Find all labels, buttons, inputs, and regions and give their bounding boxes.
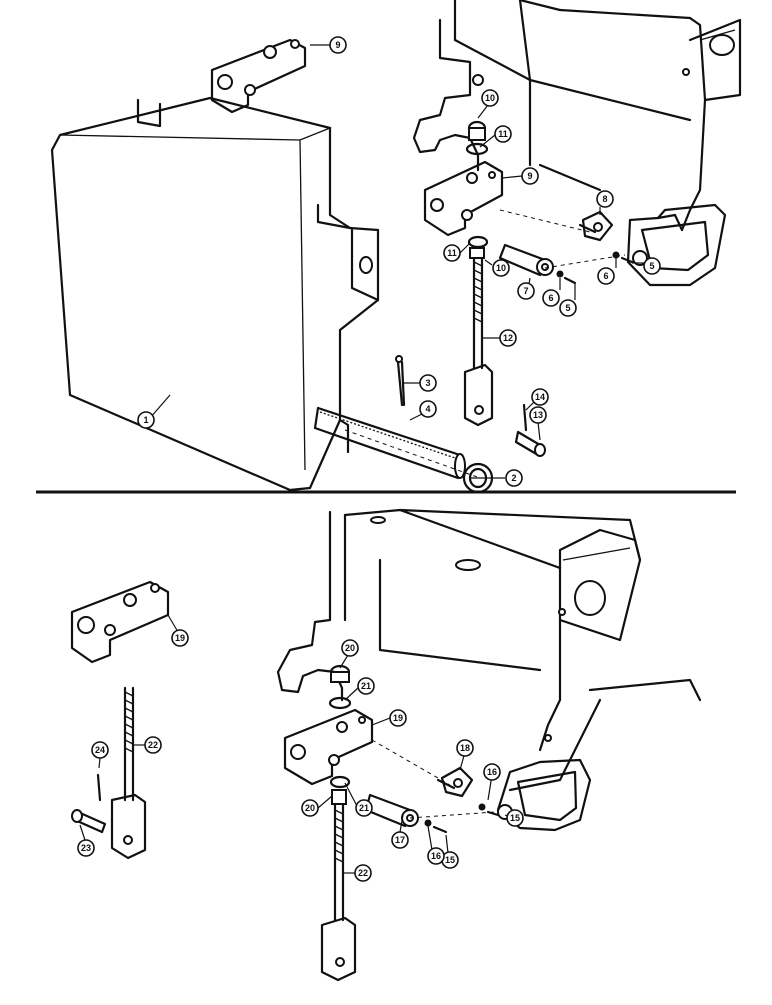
- counterweight-block: [50, 96, 380, 492]
- callout-15-upper: 15: [506, 809, 524, 827]
- svg-text:19: 19: [393, 713, 403, 723]
- svg-text:6: 6: [603, 271, 608, 281]
- callout-19-right: 19: [389, 709, 407, 727]
- tractor-frame-top: [412, 0, 742, 287]
- callout-12: 12: [499, 329, 517, 347]
- clevis-bracket-top-left: [210, 38, 307, 114]
- long-bolt-right: [320, 803, 357, 982]
- callout-4: 4: [419, 400, 437, 418]
- callout-1: 1: [137, 411, 155, 429]
- clevis-bracket-bottom-right: [283, 708, 374, 786]
- callout-5-lower: 5: [559, 299, 577, 317]
- clevis-pin-small: [514, 403, 546, 457]
- svg-text:10: 10: [496, 263, 506, 273]
- svg-text:11: 11: [498, 129, 508, 139]
- nut-upper: [465, 120, 489, 156]
- svg-text:23: 23: [81, 843, 91, 853]
- callout-21-upper: 21: [357, 677, 375, 695]
- callout-21-lower: 21: [355, 799, 373, 817]
- svg-text:19: 19: [175, 633, 185, 643]
- pivot-pin-lower: [364, 793, 448, 834]
- svg-text:9: 9: [527, 171, 532, 181]
- callout-16-upper: 16: [483, 763, 501, 781]
- svg-text:17: 17: [395, 835, 405, 845]
- callout-5-upper: 5: [643, 257, 661, 275]
- svg-text:15: 15: [445, 855, 455, 865]
- svg-text:14: 14: [535, 392, 545, 402]
- cotter-pin: [395, 355, 406, 407]
- callout-20-lower: 20: [301, 799, 319, 817]
- callout-7: 7: [517, 282, 535, 300]
- pin-rod: [313, 406, 466, 480]
- callout-18: 18: [456, 739, 474, 757]
- callout-6-lower: 6: [542, 289, 560, 307]
- nut-lower-bottom: [329, 775, 351, 805]
- svg-text:16: 16: [487, 767, 497, 777]
- svg-text:15: 15: [510, 813, 520, 823]
- svg-text:16: 16: [431, 851, 441, 861]
- svg-text:21: 21: [361, 681, 371, 691]
- svg-text:10: 10: [485, 93, 495, 103]
- small-pin-left: [71, 773, 107, 834]
- callout-layer: 9 1 2 3 4 5 5 6 6 7 8 9 10 10 11 11 12 1…: [77, 36, 661, 882]
- svg-text:21: 21: [359, 803, 369, 813]
- callout-19-left: 19: [171, 629, 189, 647]
- callout-20-upper: 20: [341, 639, 359, 657]
- tractor-frame-bottom: [276, 508, 702, 832]
- svg-text:22: 22: [358, 868, 368, 878]
- svg-text:20: 20: [305, 803, 315, 813]
- retainer-plate-upper: [578, 210, 634, 264]
- svg-text:7: 7: [523, 286, 528, 296]
- svg-text:6: 6: [548, 293, 553, 303]
- callout-23: 23: [77, 839, 95, 857]
- svg-text:18: 18: [460, 743, 470, 753]
- callout-13: 13: [529, 406, 547, 424]
- callout-3: 3: [419, 374, 437, 392]
- clevis-bracket-bottom-left: [70, 580, 170, 664]
- callout-10-upper: 10: [481, 89, 499, 107]
- svg-text:20: 20: [345, 643, 355, 653]
- svg-text:2: 2: [511, 473, 516, 483]
- svg-text:5: 5: [649, 261, 654, 271]
- nut-upper-bottom: [328, 664, 352, 710]
- long-bolt: [463, 256, 494, 427]
- svg-text:22: 22: [148, 740, 158, 750]
- callout-8: 8: [596, 190, 614, 208]
- callout-11-upper: 11: [494, 125, 512, 143]
- callout-9-top-right: 9: [521, 167, 539, 185]
- svg-text:12: 12: [503, 333, 513, 343]
- svg-text:24: 24: [95, 745, 105, 755]
- pivot-pin-upper: [498, 243, 577, 285]
- callout-24: 24: [91, 741, 109, 759]
- callout-6-upper: 6: [597, 267, 615, 285]
- svg-text:11: 11: [447, 248, 457, 258]
- callout-17: 17: [391, 831, 409, 849]
- nut-lower: [467, 235, 489, 259]
- svg-text:8: 8: [602, 194, 607, 204]
- callout-10-lower: 10: [492, 259, 510, 277]
- callout-16-lower: 16: [427, 847, 445, 865]
- callout-22-left: 22: [144, 736, 162, 754]
- svg-text:1: 1: [143, 415, 148, 425]
- long-bolt-left: [110, 686, 147, 860]
- svg-text:9: 9: [335, 40, 340, 50]
- callout-14: 14: [531, 388, 549, 406]
- svg-text:13: 13: [533, 410, 543, 420]
- callout-9-top-left: 9: [329, 36, 347, 54]
- retainer-plate-lower: [436, 766, 500, 817]
- svg-text:5: 5: [565, 303, 570, 313]
- svg-text:3: 3: [425, 378, 430, 388]
- svg-text:4: 4: [425, 404, 430, 414]
- callout-22-right: 22: [354, 864, 372, 882]
- clevis-bracket-top-right: [423, 160, 504, 237]
- callout-11-lower: 11: [443, 244, 461, 262]
- callout-2: 2: [505, 469, 523, 487]
